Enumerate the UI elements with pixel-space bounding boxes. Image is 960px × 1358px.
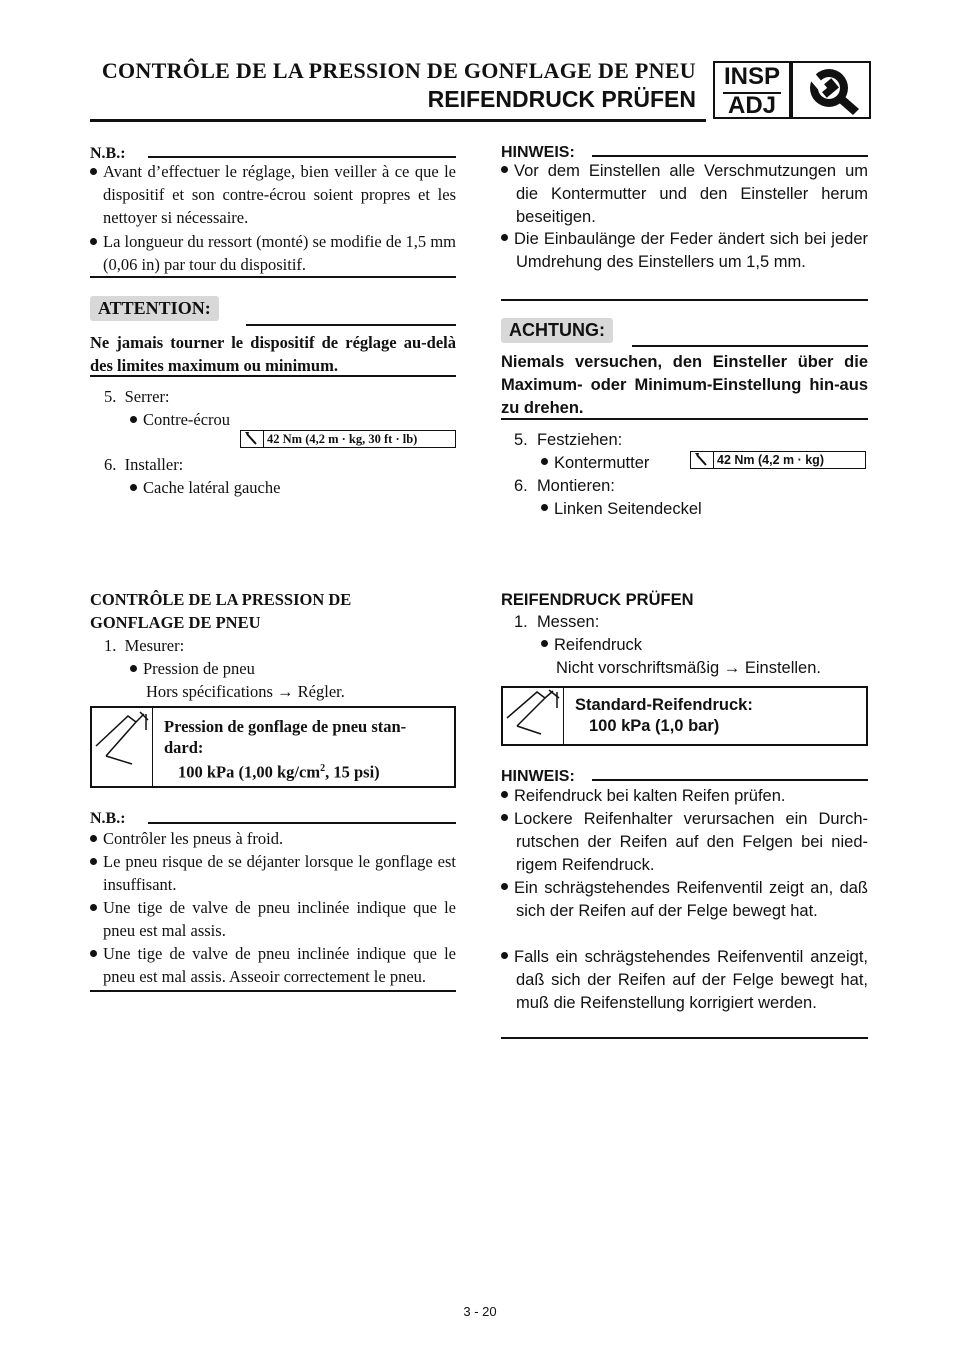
bullet-icon	[541, 640, 548, 648]
badge-bottom-text: ADJ	[727, 92, 776, 119]
list-item: Avant d’effectuer le réglage, bien veill…	[90, 160, 456, 229]
step-6-item: Cache latéral gauche	[130, 476, 280, 499]
section-rule	[501, 418, 868, 420]
achtung-badge: ACHTUNG:	[501, 318, 613, 343]
torque-wrench-icon	[241, 431, 264, 447]
torque-spec: 42 Nm (4,2 m · kg)	[690, 451, 866, 469]
page-title-de: REIFENDRUCK PRÜFEN	[427, 86, 696, 112]
spec-text: Standard-Reifendruck: 100 kPa (1,0 bar)	[575, 696, 753, 735]
list-item: Die Einbaulänge der Feder ändert sich be…	[501, 228, 868, 274]
section-rule	[90, 990, 456, 992]
insp-adj-badge: INSP ADJ	[713, 61, 791, 119]
section-rule	[90, 375, 456, 377]
hinweis-label: HINWEIS:	[501, 768, 575, 785]
step-1: 1. Mesurer:	[104, 636, 185, 655]
section-rule	[501, 299, 868, 301]
step-5-item: Kontermutter	[541, 452, 649, 475]
nb-label: N.B.:	[90, 145, 126, 162]
list-item: Lockere Reifenhalter verursachen ein Dur…	[501, 808, 868, 877]
step-6: 6. Montieren:	[514, 477, 615, 495]
badge-divider	[723, 92, 781, 94]
list-item: Le pneu risque de se déjanter lorsque le…	[90, 850, 456, 896]
hinweis-label: HINWEIS:	[501, 144, 575, 161]
bullet-icon	[90, 834, 97, 842]
section-title-fr: CONTRÔLE DE LA PRESSION DE GONFLAGE DE P…	[90, 590, 352, 632]
spec-box: Pression de gonflage de pneu stan- dard:…	[90, 706, 456, 788]
spec-box: Standard-Reifendruck: 100 kPa (1,0 bar)	[501, 686, 868, 746]
attention-label: ATTENTION:	[90, 296, 219, 321]
caliper-icon	[92, 708, 153, 786]
torque-wrench-icon	[691, 452, 714, 468]
step-5-item: Contre-écrou	[130, 408, 230, 431]
hinweis-rule	[592, 155, 868, 157]
bullet-icon	[501, 883, 508, 891]
step-5: 5. Festziehen:	[514, 431, 623, 449]
section-rule	[501, 1037, 868, 1039]
nb-rule	[148, 822, 456, 824]
list-item: Une tige de valve de pneu inclinée indiq…	[90, 942, 456, 988]
bullet-icon	[501, 791, 508, 799]
list-item: Reifendruck bei kalten Reifen prüfen.	[501, 785, 868, 808]
list-item: Ein schrägstehendes Reifenventil zeigt a…	[501, 877, 868, 923]
bullet-icon	[90, 237, 97, 245]
attention-rule	[246, 324, 456, 326]
achtung-text: Niemals versuchen, den Einsteller über d…	[501, 353, 868, 417]
step-6: 6. Installer:	[104, 455, 184, 474]
step-6-item: Linken Seitendeckel	[541, 498, 702, 521]
bullet-icon	[541, 504, 548, 512]
list-item: Falls ein schrägstehendes Reifenventil a…	[501, 946, 868, 1015]
bullet-icon	[541, 458, 548, 466]
step-1-item: Pression de pneu	[130, 657, 255, 680]
wrench-tools-icon	[791, 61, 871, 119]
step-5: 5. Serrer:	[104, 387, 170, 406]
list-item: Une tige de valve de pneu inclinée indiq…	[90, 896, 456, 942]
caliper-icon	[503, 688, 564, 744]
bullet-icon	[130, 415, 137, 423]
section-rule	[90, 276, 456, 278]
bullet-icon	[130, 483, 137, 491]
step-1-item: Reifendruck	[541, 634, 642, 657]
section-title-de: REIFENDRUCK PRÜFEN	[501, 591, 694, 609]
nb-rule	[148, 156, 456, 158]
bullet-icon	[501, 234, 508, 242]
step-1-sub: Hors spécifications → Régler.	[146, 682, 345, 701]
step-1-sub: Nicht vorschriftsmäßig → Einstellen.	[556, 659, 821, 677]
bullet-icon	[90, 167, 97, 175]
step-1: 1. Messen:	[514, 613, 600, 631]
spec-text: Pression de gonflage de pneu stan- dard:…	[164, 717, 407, 782]
achtung-label: ACHTUNG:	[501, 318, 613, 343]
page-title-fr: CONTRÔLE DE LA PRESSION DE GONFLAGE DE P…	[101, 58, 696, 83]
list-item: Vor dem Einstellen alle Verschmutzungen …	[501, 160, 868, 229]
list-item: La longueur du ressort (monté) se modifi…	[90, 230, 456, 276]
bullet-icon	[90, 949, 97, 957]
hinweis-rule	[592, 779, 868, 781]
bullet-icon	[90, 857, 97, 865]
bullet-icon	[501, 952, 508, 960]
badge-top-text: INSP	[723, 63, 780, 90]
header-rule	[90, 119, 706, 122]
bullet-icon	[130, 664, 137, 672]
achtung-rule	[632, 345, 868, 347]
torque-spec: 42 Nm (4,2 m · kg, 30 ft · lb)	[240, 430, 456, 448]
attention-badge: ATTENTION:	[90, 296, 219, 321]
nb-label: N.B.:	[90, 810, 126, 827]
page-number: 3 - 20	[463, 1304, 497, 1319]
bullet-icon	[501, 814, 508, 822]
attention-text: Ne jamais tourner le dispositif de régla…	[90, 333, 456, 375]
bullet-icon	[90, 903, 97, 911]
list-item: Contrôler les pneus à froid.	[90, 827, 456, 850]
bullet-icon	[501, 166, 508, 174]
